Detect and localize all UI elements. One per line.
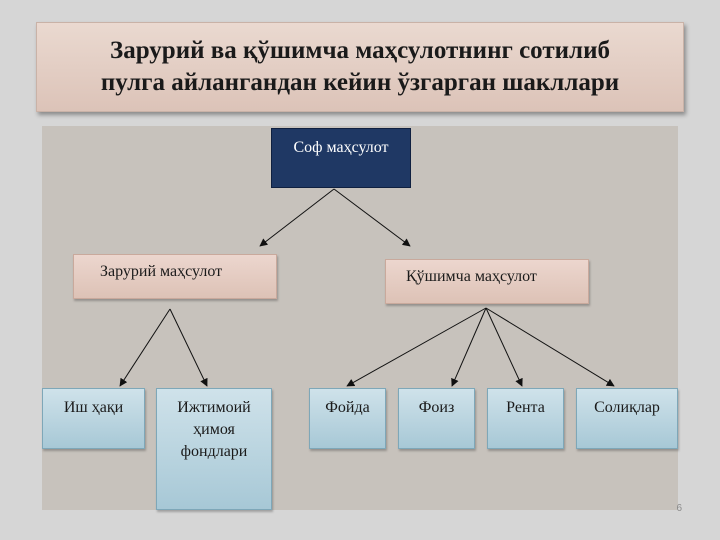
- node-interest-label: Фоиз: [418, 399, 455, 416]
- arrow-surplus-to-rent: [485, 307, 523, 387]
- node-wages: Иш ҳақи: [42, 388, 145, 449]
- arrow-surplus-to-taxes: [485, 307, 615, 387]
- slide-title-box: Зарурий ва қўшимча маҳсулотнинг сотилиб …: [36, 22, 684, 112]
- arrow-root-to-necessary: [259, 188, 335, 247]
- arrow-surplus-to-interest: [451, 307, 487, 387]
- node-net-product: Соф маҳсулот: [271, 128, 411, 188]
- node-net-product-label: Соф маҳсулот: [293, 139, 389, 156]
- node-surplus-product-label: Қўшимча маҳсулот: [406, 268, 537, 285]
- arrow-necessary-to-wages: [119, 308, 171, 387]
- slide-title: Зарурий ва қўшимча маҳсулотнинг сотилиб …: [100, 37, 620, 96]
- node-taxes: Солиқлар: [576, 388, 678, 449]
- node-interest: Фоиз: [398, 388, 475, 449]
- node-surplus-product: Қўшимча маҳсулот: [385, 259, 589, 304]
- node-profit-label: Фойда: [325, 399, 370, 416]
- node-profit: Фойда: [309, 388, 386, 449]
- arrow-necessary-to-social: [169, 308, 208, 387]
- node-wages-label: Иш ҳақи: [63, 399, 124, 416]
- arrow-surplus-to-profit: [346, 307, 487, 387]
- page-number: 6: [676, 503, 682, 514]
- arrow-root-to-surplus: [333, 188, 411, 247]
- node-taxes-label: Солиқлар: [594, 399, 660, 416]
- node-social-protection-funds-label: Ижтимоий ҳимоя фондлари: [177, 399, 251, 460]
- node-rent-label: Рента: [506, 399, 545, 416]
- node-necessary-product-label: Зарурий маҳсулот: [100, 263, 223, 280]
- node-social-protection-funds: Ижтимоий ҳимоя фондлари: [156, 388, 272, 510]
- node-rent: Рента: [487, 388, 564, 449]
- node-necessary-product: Зарурий маҳсулот: [73, 254, 277, 299]
